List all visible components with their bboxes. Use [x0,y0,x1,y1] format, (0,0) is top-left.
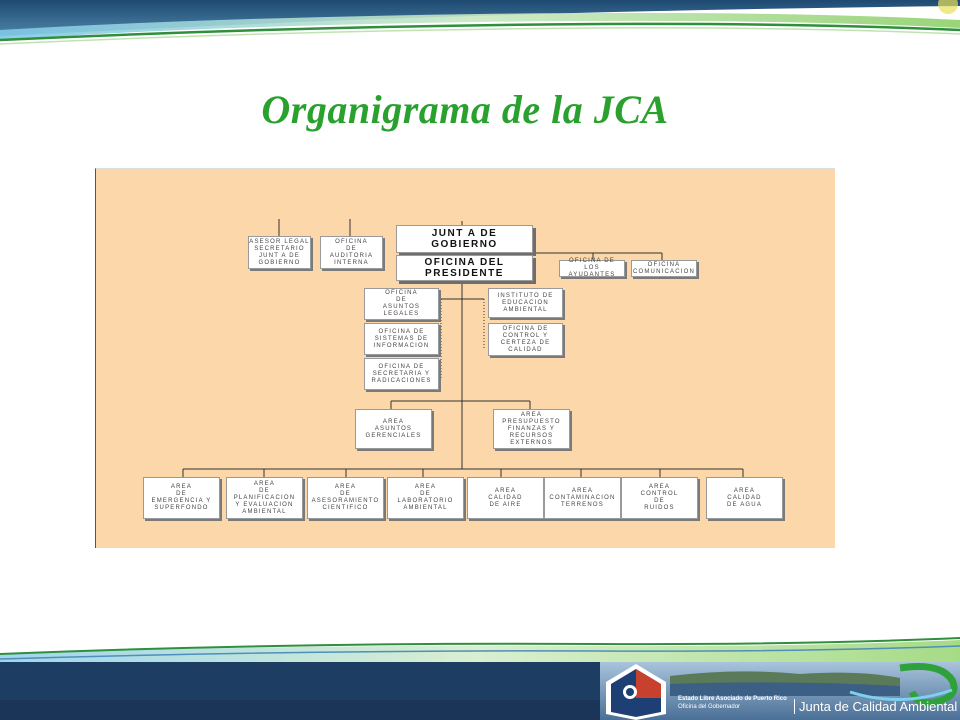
agency-logo-panel: Estado Libre Asociado de Puerto Rico Ofi… [600,662,960,720]
footer-line1: Estado Libre Asociado de Puerto Rico [678,696,787,702]
area-asuntos-gerenciales-box: AREA ASUNTOS GERENCIALES [355,409,432,449]
connector-lines [182,219,744,477]
oficina-asuntos-legales-box: OFICINA DE ASUNTOS LEGALES [364,288,439,320]
footer-wave [0,637,960,662]
area-contaminacion-terrenos-box: AREA CONTAMINACION TERRENOS [544,477,621,519]
area-laboratorio-box: AREA DE LABORATORIO AMBIENTAL [387,477,464,519]
area-emergencia-box: AREA DE EMERGENCIA Y SUPERFONDO [143,477,220,519]
agency-logo-image [600,662,960,720]
footer-strip [0,700,600,720]
top-banner [0,0,960,50]
auditoria-interna-box: OFICINA DE AUDITORIA INTERNA [320,236,383,269]
area-planificacion-box: AREA DE PLANIFICACION Y EVALUACION AMBIE… [226,477,303,519]
instituto-educacion-box: INSTITUTO DE EDUCACION AMBIENTAL [488,288,563,318]
oficina-sistemas-box: OFICINA DE SISTEMAS DE INFORMACION [364,323,439,355]
area-presupuesto-box: AREA PRESUPUESTO FINANZAS Y RECURSOS EXT… [493,409,570,449]
area-control-ruidos-box: AREA CONTROL DE RUIDOS [621,477,698,519]
area-asesoramiento-box: AREA DE ASESORAMIENTO CIENTIFICO [307,477,384,519]
junta-de-gobierno-box: JUNT A DE GOBIERNO [396,225,533,253]
slide-title: Organigrama de la JCA [261,87,669,132]
oficina-control-certeza-box: OFICINA DE CONTROL Y CERTEZA DE CALIDAD [488,323,563,356]
footer-line2: Oficina del Gobernador [678,704,741,710]
area-calidad-agua-box: AREA CALIDAD DE AGUA [706,477,783,519]
footer-agency-name: Junta de Calidad Ambiental [794,699,957,714]
oficina-ayudantes-box: OFICINA DE LOS AYUDANTES [559,258,625,278]
oficina-del-presidente-box: OFICINA DEL PRESIDENTE [396,255,533,281]
asesor-legal-box: ASESOR LEGAL SECRETARIO JUNT A DE GOBIER… [248,236,311,269]
org-chart: JUNT A DE GOBIERNO OFICINA DEL PRESIDENT… [95,168,835,548]
area-calidad-aire-box: AREA CALIDAD DE AIRE [467,477,544,519]
oficina-comunicacion-box: OFICINA COMUNICACION [631,260,697,277]
oficina-secretaria-box: OFICINA DE SECRETARIA Y RADICACIONES [364,358,439,390]
